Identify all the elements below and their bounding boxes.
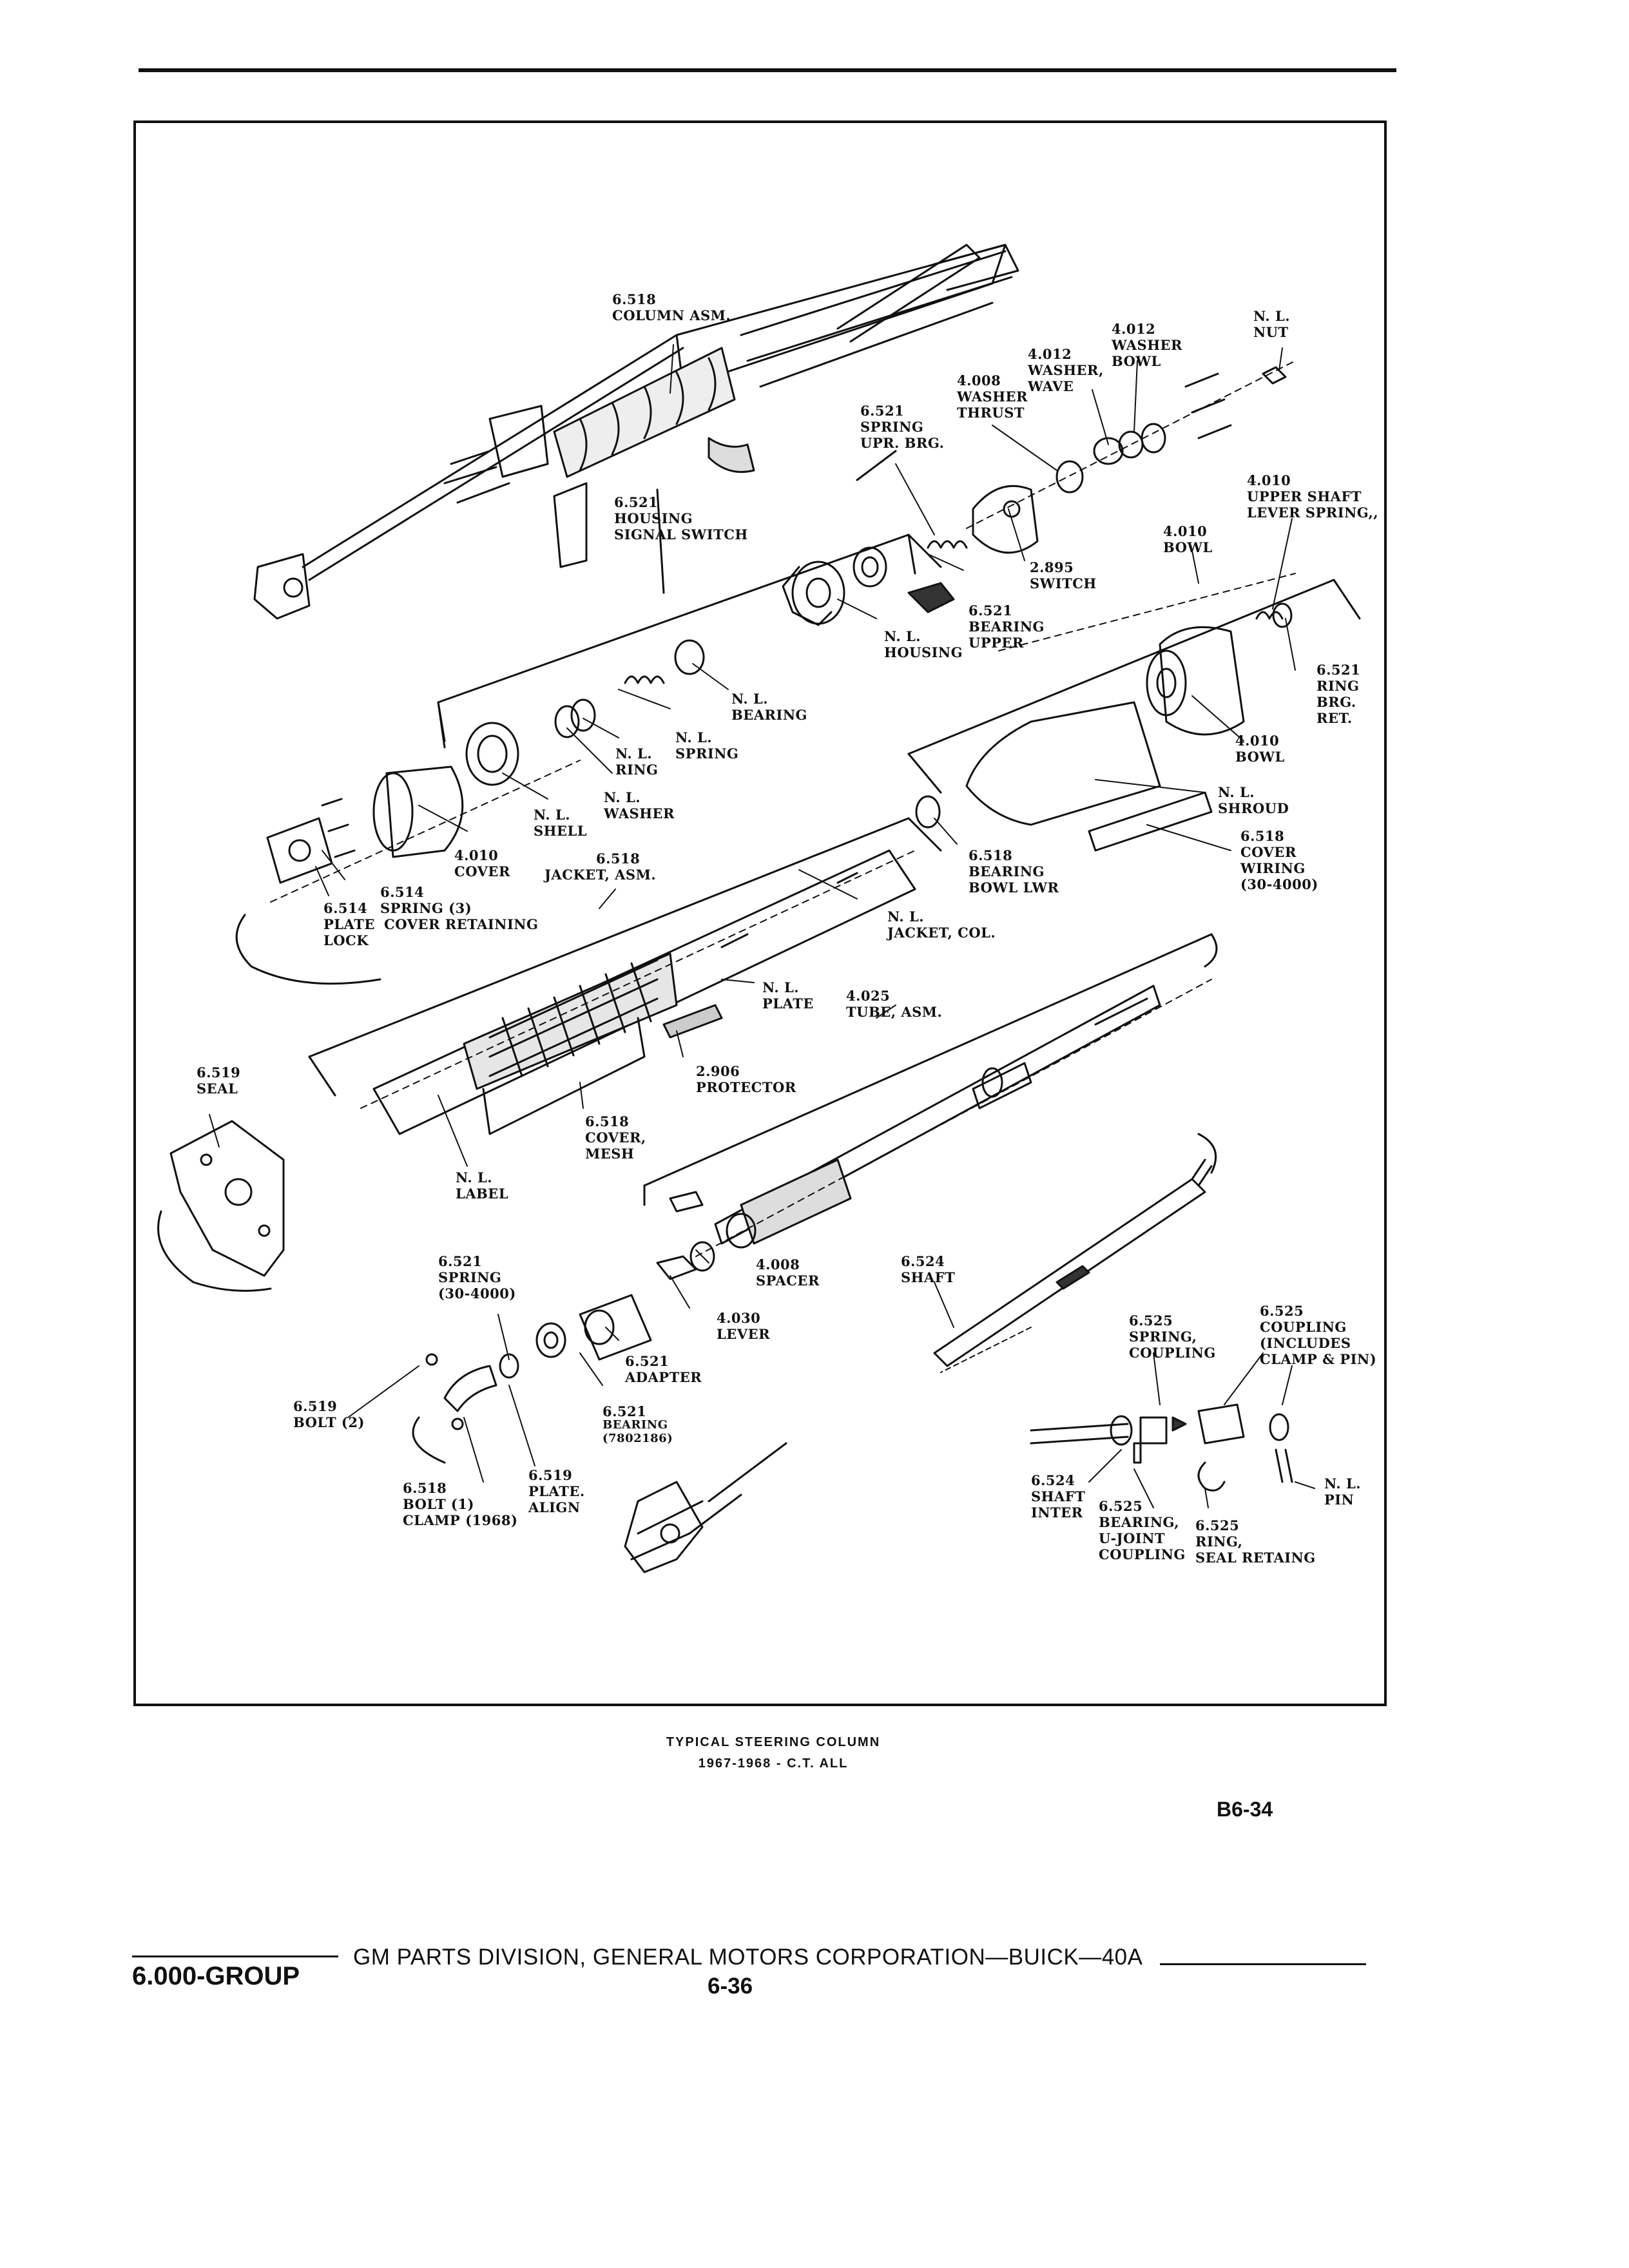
callout-nl-jacket-col: N. L.JACKET, COL. xyxy=(887,908,996,941)
leader xyxy=(656,488,665,594)
callout-nl-shroud: N. L.SHROUD xyxy=(1218,784,1289,816)
footer-publisher: GM PARTS DIVISION, GENERAL MOTORS CORPOR… xyxy=(353,1945,1143,1970)
footer-rule-left xyxy=(132,1956,338,1957)
diagram-frame xyxy=(133,120,1387,1706)
cover-shell-group xyxy=(235,533,942,985)
lower-shaft-group xyxy=(933,1133,1217,1373)
callout-nl-housing: N. L.HOUSING xyxy=(884,628,963,660)
leader-lines xyxy=(209,344,1315,1508)
jacket-assembly-group xyxy=(308,817,942,1135)
callout-nl-pin: N. L.PIN xyxy=(1324,1475,1362,1508)
callout-nl-spring: N. L.SPRING xyxy=(675,729,739,762)
lever-adapter-group xyxy=(412,1241,787,1573)
callout-nl-washer: N. L.WASHER xyxy=(604,789,675,822)
callout-nl-label: N. L.LABEL xyxy=(456,1169,509,1202)
callout-nl-bearing: N. L.BEARING xyxy=(731,691,807,723)
figure-caption-title: TYPICAL STEERING COLUMN xyxy=(666,1735,881,1749)
callout-nl-shell: N. L.SHELL xyxy=(534,807,588,839)
callout-nl-ring: N. L.RING xyxy=(615,745,659,778)
bowl-shroud-group xyxy=(907,573,1361,852)
footer-page-number: 6-36 xyxy=(708,1974,753,1999)
tube-assembly-group xyxy=(643,933,1218,1257)
footer-rule-right xyxy=(1160,1963,1366,1965)
seal-plate-drawing xyxy=(157,1120,285,1292)
figure-id: B6-34 xyxy=(1217,1798,1273,1821)
figure-caption-subtitle: 1967-1968 - C.T. ALL xyxy=(698,1756,849,1771)
callout-nl-nut: N. L.NUT xyxy=(1253,308,1291,340)
footer-group: 6.000-GROUP xyxy=(132,1962,300,1990)
column-assembly-drawing xyxy=(253,244,1019,620)
upper-housing-group xyxy=(437,360,1296,742)
callout-cover-retaining: COVER RETAINING xyxy=(384,916,539,932)
top-rule xyxy=(139,68,1396,72)
callout-nl-plate: N. L.PLATE xyxy=(762,979,814,1012)
coupling-group xyxy=(1030,1403,1293,1492)
